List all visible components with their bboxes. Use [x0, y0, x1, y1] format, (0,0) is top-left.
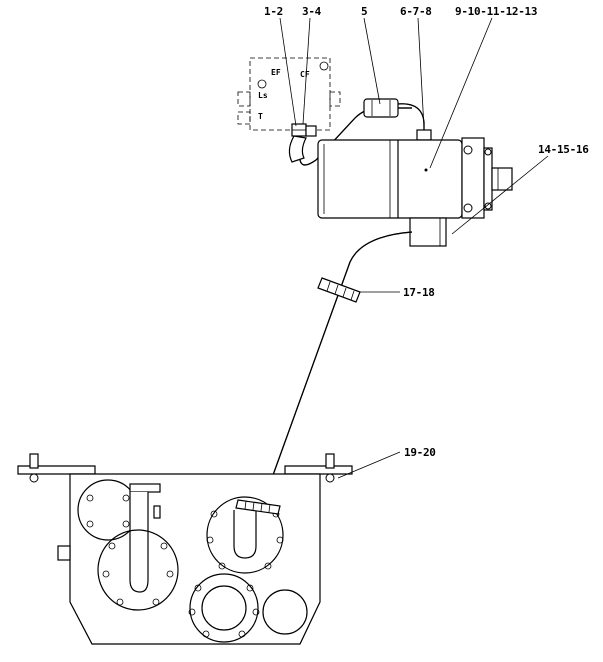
callout-5: 5	[361, 5, 367, 18]
port-label-ef: EF	[271, 68, 281, 77]
callout-3-4: 3-4	[302, 5, 322, 18]
callout-9-13: 9-10-11-12-13	[455, 5, 537, 18]
hose-clamp-lower	[235, 499, 281, 515]
callout-17-18: 17-18	[403, 286, 435, 299]
suction-flange	[97, 529, 179, 611]
filler-port	[77, 479, 161, 593]
port-label-cf: CF	[300, 70, 310, 79]
leader-lines	[279, 17, 549, 479]
callout-14-16: 14-15-16	[538, 143, 589, 156]
filter-housing	[317, 137, 513, 247]
callout-labels: 1-2 3-4 5 6-7-8 9-10-11-12-13 14-15-16 1…	[264, 5, 590, 459]
port-label-t: T	[258, 112, 263, 121]
return-flange	[206, 496, 284, 574]
hose-clamp-upper	[317, 277, 361, 303]
callout-6-7-8: 6-7-8	[400, 5, 432, 18]
callout-19-20: 19-20	[404, 446, 436, 459]
hydraulic-tank	[17, 453, 353, 645]
priority-valve: EF CF Ls T	[237, 57, 341, 131]
elbow-fitting	[288, 123, 317, 163]
drain-flange	[188, 573, 260, 643]
hose	[299, 98, 432, 166]
inspection-plug	[262, 589, 308, 635]
port-label-ls: Ls	[258, 91, 268, 100]
callout-1-2: 1-2	[264, 5, 283, 18]
